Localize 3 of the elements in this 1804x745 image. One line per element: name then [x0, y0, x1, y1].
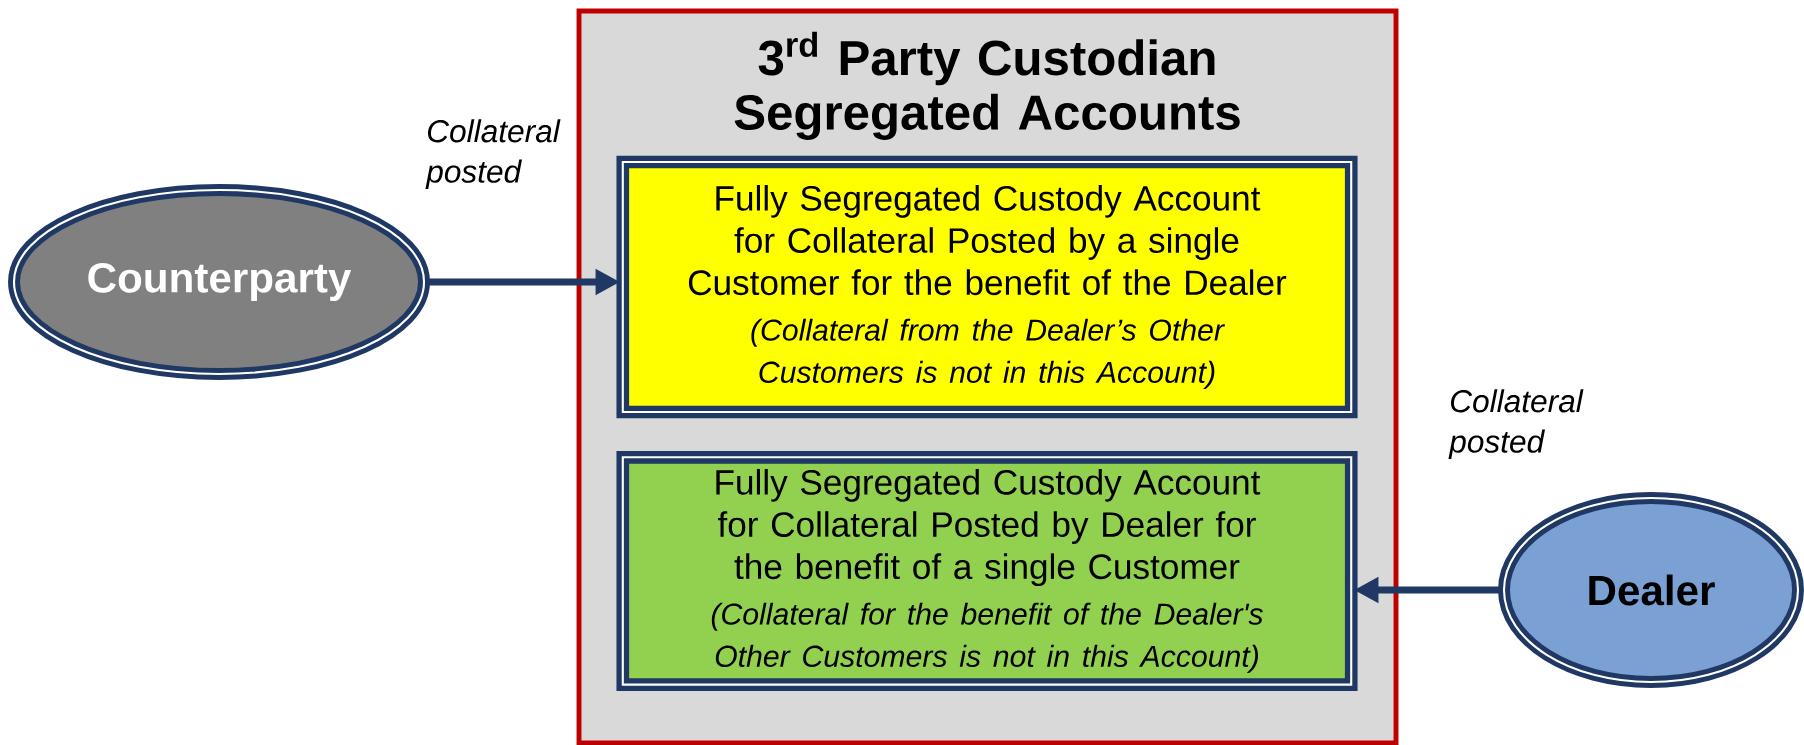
- account-box: Fully Segregated Custody Account for Collateral Posted by a single Customer for the benefit of the Dealer (Collateral from the Dealer’s Other Customers is not in this Account): [616, 155, 1358, 419]
- account-box: Fully Segregated Custody Account for Collateral Posted by Dealer for the benefit of a single Customer (Collateral for the benefit of the Dealer's Other Customers is not in this Account): [616, 451, 1358, 691]
- edge-label: Collateral posted: [1448, 389, 1584, 460]
